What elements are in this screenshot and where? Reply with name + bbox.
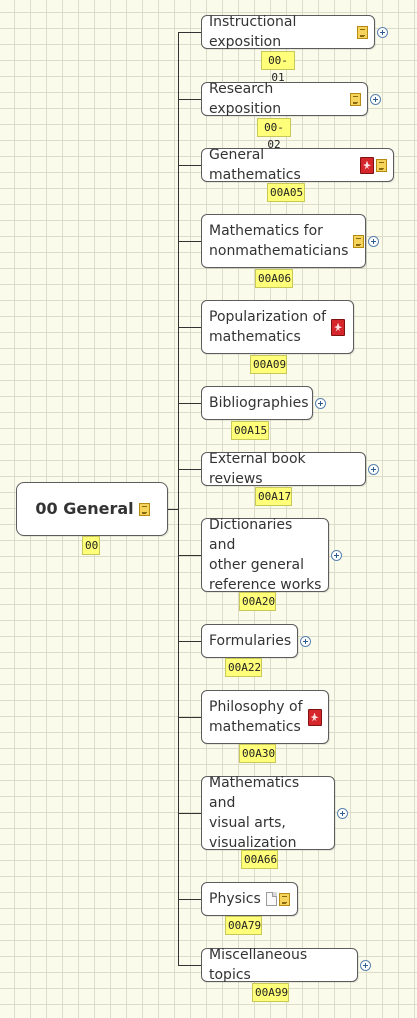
topic-node-00a66[interactable]: Mathematics and visual arts, visualizati… [201,775,335,851]
root-label: 00 General [35,499,134,518]
topic-icons [350,92,361,106]
root-icons [138,502,150,516]
topic-label: Formularies [209,633,292,649]
topic-node-00a79[interactable]: Physics [201,882,298,916]
topic-node-00a22[interactable]: Formularies [201,624,298,658]
topic-label: Mathematics and visual arts, visualizati… [209,775,300,851]
topic-node-00a17[interactable]: External book reviews [201,451,366,487]
code-tag: 00A79 [225,916,262,935]
topic-icons [331,318,346,336]
code-tag: 00A99 [252,983,289,1002]
code-tag: 00-02 [257,118,291,151]
topic-icons [307,708,322,726]
code-tag: 00A15 [231,421,269,440]
topic-icons [353,234,365,248]
topic-label: Dictionaries and other general reference… [209,517,322,593]
note-icon [376,158,387,172]
expand-icon[interactable] [360,960,371,971]
topic-label: Bibliographies [209,395,309,411]
expand-icon[interactable] [368,464,379,475]
topic-node-00a06[interactable]: Mathematics for nonmathematicians [201,214,366,268]
topic-icons [360,156,387,174]
expand-icon[interactable] [368,236,379,247]
code-tag: 00A06 [255,269,293,288]
topic-label: Philosophy of mathematics [209,699,303,735]
code-tag: 00A22 [225,658,262,677]
topic-label: External book reviews [209,451,306,487]
code-tag: 00A05 [267,183,305,202]
pdf-icon [331,318,346,336]
topic-node-00a20[interactable]: Dictionaries and other general reference… [201,517,329,593]
note-icon [353,234,365,248]
topic-icons [357,25,368,39]
note-icon [278,892,290,906]
pdf-icon [360,156,374,174]
topic-label: Miscellaneous topics [209,947,308,983]
topic-node-00-01[interactable]: Instructional exposition [201,14,375,50]
expand-icon[interactable] [337,808,348,819]
expand-icon[interactable] [315,398,326,409]
topic-node-00a15[interactable]: Bibliographies [201,386,313,420]
expand-icon[interactable] [370,94,381,105]
topic-label: Instructional exposition [209,14,297,50]
expand-icon[interactable] [300,636,311,647]
root-node[interactable]: 00 General [16,482,168,536]
code-tag: 00A09 [250,355,287,374]
note-icon [350,92,361,106]
pdf-icon [307,708,322,726]
topic-label: General mathematics [209,147,301,183]
topic-label: Mathematics for nonmathematicians [209,223,349,259]
note-icon [138,502,150,516]
topic-node-00a99[interactable]: Miscellaneous topics [201,947,358,983]
topic-label: Physics [209,891,261,907]
root-code-tag: 00 [82,536,100,555]
topic-node-00a05[interactable]: General mathematics [201,147,394,183]
code-tag: 00A30 [239,744,276,763]
topic-icons [265,892,290,906]
topic-node-00a30[interactable]: Philosophy of mathematics [201,690,329,744]
topic-label: Research exposition [209,81,282,117]
code-tag: 00-01 [261,51,295,84]
expand-icon[interactable] [377,27,388,38]
code-tag: 00A66 [241,850,278,869]
code-tag: 00A20 [239,592,276,611]
topic-node-00a09[interactable]: Popularization of mathematics [201,300,354,354]
doc-icon [265,892,277,906]
code-tag: 00A17 [255,487,292,506]
expand-icon[interactable] [331,550,342,561]
topic-node-00-02[interactable]: Research exposition [201,81,368,117]
note-icon [357,25,368,39]
topic-label: Popularization of mathematics [209,309,327,345]
